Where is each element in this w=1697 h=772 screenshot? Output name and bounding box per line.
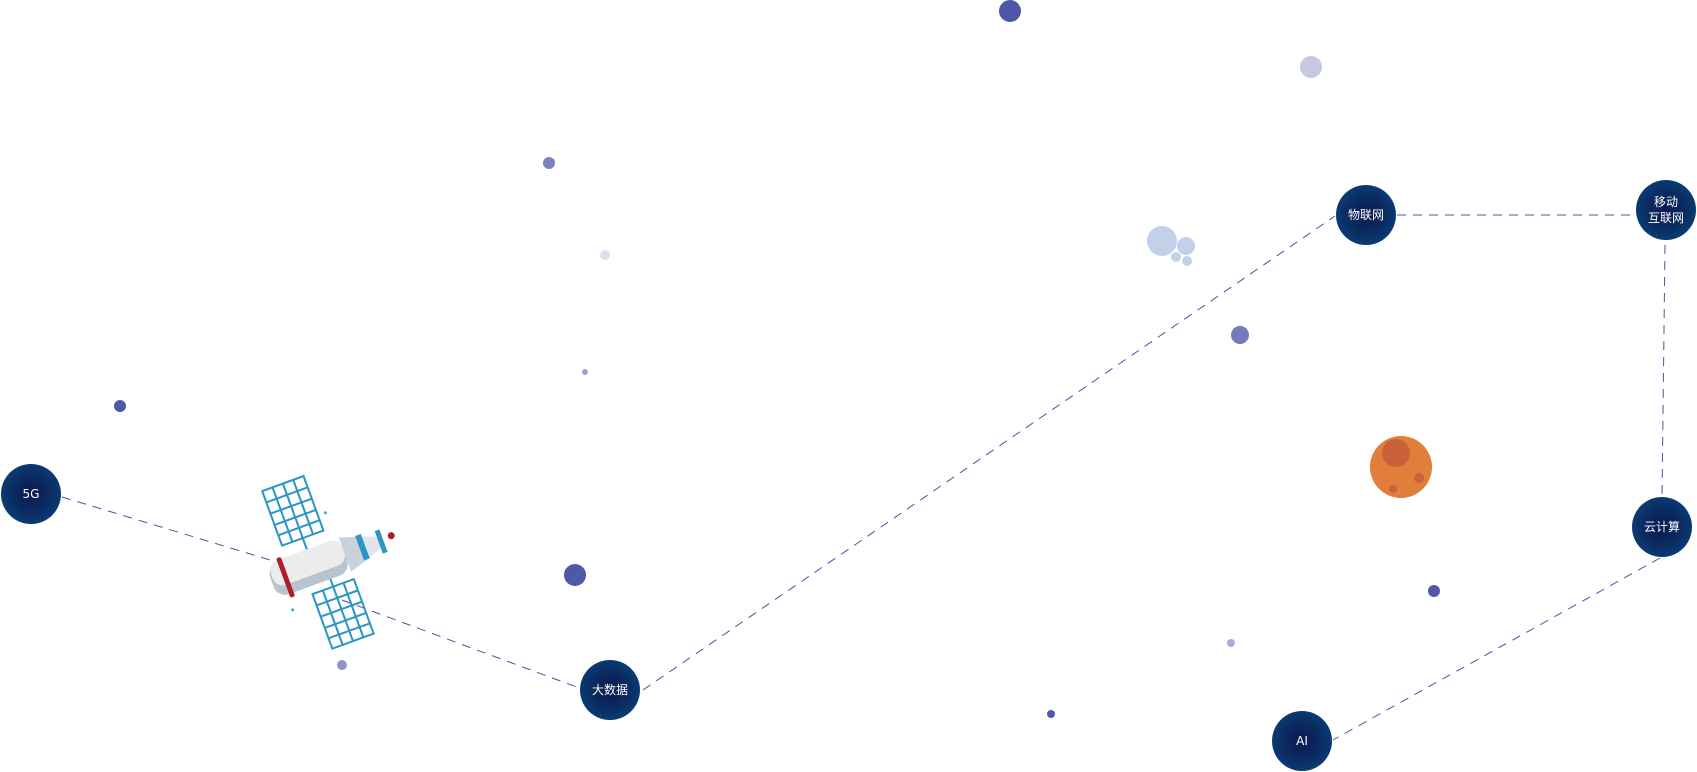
node-label: 大数据: [591, 683, 628, 697]
edge-cloud-ai: [1332, 557, 1661, 741]
node-label: 5G: [22, 487, 40, 501]
node-label: AI: [1296, 734, 1308, 748]
node-label: 物联网: [1347, 208, 1384, 222]
planet-icon: [1370, 436, 1432, 498]
node-mobile-internet: 移动 互联网: [1636, 180, 1696, 240]
edge-5g-bigdata: [61, 496, 583, 690]
node-ai: AI: [1272, 711, 1332, 771]
star-dot-icon: [543, 157, 555, 169]
bubble-cluster-icon: [1147, 226, 1195, 266]
star-dot-icon: [564, 564, 586, 586]
star-dot-icon: [600, 250, 610, 260]
edge-mobile-cloud: [1661, 244, 1666, 499]
node-iot: 物联网: [1336, 185, 1396, 245]
star-dot-icon: [1227, 639, 1235, 647]
star-dot-icon: [114, 400, 126, 412]
node-cloud-computing: 云计算: [1632, 497, 1692, 557]
edge-bigdata-iot: [642, 215, 1336, 691]
star-dot-icon: [582, 369, 588, 375]
star-dot-icon: [1428, 585, 1440, 597]
node-label: 云计算: [1643, 520, 1680, 534]
star-dot-icon: [999, 0, 1021, 22]
connection-lines: [61, 214, 1666, 741]
node-label: 移动 互联网: [1647, 195, 1684, 225]
star-dot-icon: [1047, 710, 1055, 718]
node-bigdata: 大数据: [580, 660, 640, 720]
star-dot-icon: [337, 660, 347, 670]
star-dot-icon: [1231, 326, 1249, 344]
star-dots: [114, 0, 1440, 718]
satellite-icon: [260, 474, 395, 650]
star-dot-icon: [1300, 56, 1322, 78]
node-5g: 5G: [1, 464, 61, 524]
